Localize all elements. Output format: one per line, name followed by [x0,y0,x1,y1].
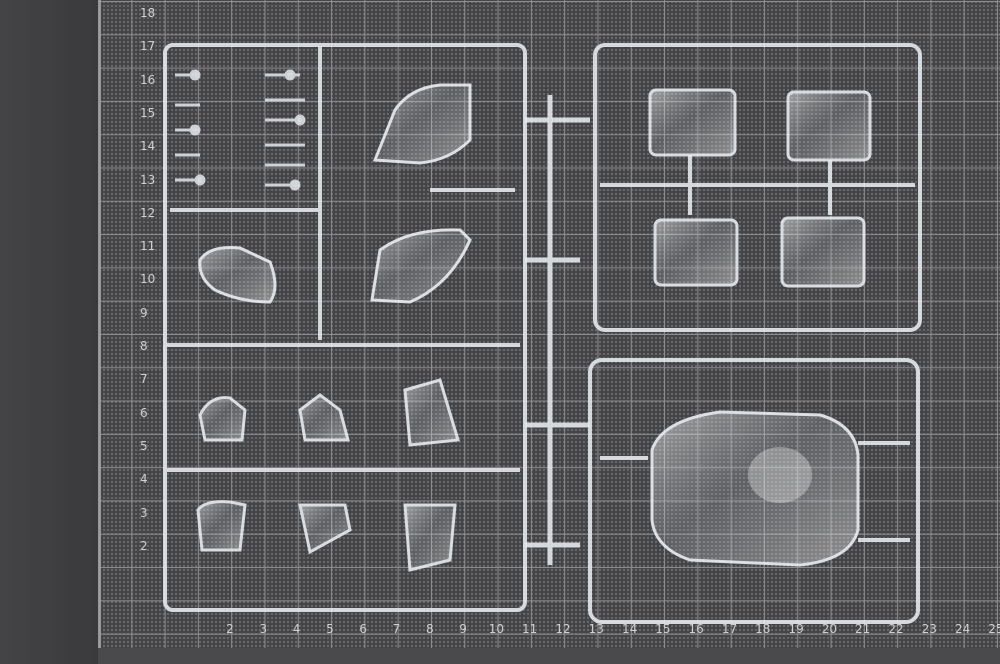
ruler-y-tick-label: 14 [140,139,156,154]
ruler-y-tick-label: 4 [140,472,148,487]
sprue-center-runner [525,95,590,565]
ruler-x-tick-label: 19 [788,622,804,636]
ruler-x-tick-label: 20 [821,622,838,636]
lens-part-oval [198,246,277,304]
ruler-x-tick-label: 17 [721,622,738,636]
ruler-x-tick-label: 21 [855,622,871,636]
ruler-y-tick-label: 17 [140,39,156,54]
large-canopy-bottom-right [650,410,860,567]
ruler-x-tick-label: 14 [621,622,638,636]
ruler-x-tick-label: 7 [392,622,401,636]
ruler-y-tick-label: 12 [140,205,156,220]
sprue-frame-top-right [593,43,922,332]
mat-ruler-vertical: 18 17 16 15 14 13 12 11 10 9 8 7 6 5 4 3 2 [140,0,160,640]
ruler-y-tick-label: 13 [140,172,156,187]
ruler-x-tick-label: 3 [259,622,268,636]
ruler-x-tick-label: 23 [921,622,937,636]
ruler-x-tick-label: 25 [988,622,1000,636]
ruler-y-tick-label: 8 [140,339,148,353]
ruler-x-tick-label: 18 [755,622,771,636]
canopy-part-top [372,83,472,165]
ruler-x-tick-label: 15 [655,622,671,636]
ruler-x-tick-label: 22 [888,622,904,636]
ruler-x-tick-label: 12 [555,622,571,636]
sprue-frame-left [163,43,527,612]
canopy-part-mid [370,228,472,304]
ruler-x-tick-label: 10 [488,622,505,636]
ruler-y-tick-label: 16 [140,72,156,87]
ruler-x-tick-label: 2 [226,622,234,636]
ruler-y-tick-label: 2 [140,538,148,553]
ruler-x-tick-label: 6 [359,622,368,636]
ruler-y-tick-label: 6 [140,405,148,420]
ruler-y-tick-label: 10 [140,272,156,287]
ruler-x-tick-label: 13 [588,622,604,636]
small-gates-top-left [175,69,306,191]
ruler-y-tick-label: 15 [140,105,156,120]
ruler-y-tick-label: 9 [140,305,148,320]
dark-background [0,0,100,664]
ruler-y-tick-label: 3 [140,505,148,520]
ruler-y-tick-label: 11 [140,239,156,254]
ruler-x-tick-label: 8 [425,622,434,636]
sprue-frame-bottom-right [588,358,920,624]
ruler-x-tick-label: 5 [326,622,334,636]
ruler-x-tick-label: 11 [522,622,538,636]
ruler-x-tick-label: 16 [688,622,704,636]
ruler-y-tick-label: 18 [140,6,156,20]
ruler-y-tick-label: 7 [140,372,148,387]
mat-edge [98,0,101,650]
ruler-x-tick-label: 9 [459,622,467,636]
small-clear-parts-lower-left [196,378,460,572]
ruler-y-tick-label: 5 [140,438,148,453]
ruler-x-tick-label: 4 [292,622,301,636]
ruler-x-tick-label: 24 [954,622,971,636]
mat-bottom-edge [98,648,1000,664]
window-panes-top-right [648,88,872,288]
